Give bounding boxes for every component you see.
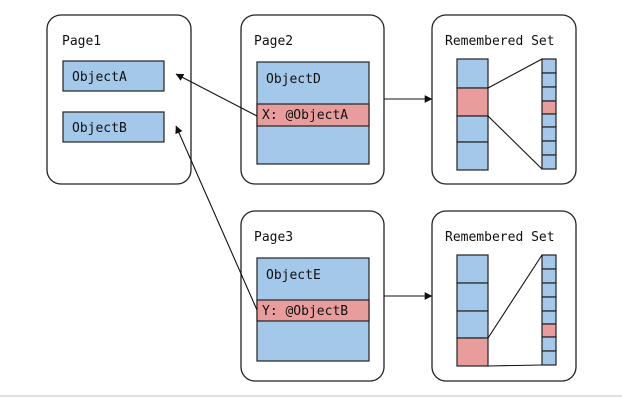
- field-x-label: X: @ObjectA: [262, 108, 348, 123]
- rs-top-connector-lower: [487, 115, 543, 170]
- arrow-y-to-object-b: [175, 125, 258, 311]
- object-b: ObjectB: [62, 111, 165, 143]
- remembered-set-bottom-title: Remembered Set: [445, 230, 555, 245]
- object-d-label: ObjectD: [266, 72, 321, 87]
- arrow-x-to-object-a: [175, 73, 258, 117]
- page3-title: Page3: [254, 230, 293, 245]
- object-e-label: ObjectE: [266, 268, 321, 283]
- object-a: ObjectA: [62, 60, 165, 92]
- rs-top-card-table: [456, 58, 489, 171]
- page2-title: Page2: [254, 34, 293, 49]
- field-x-reference: X: @ObjectA: [256, 103, 370, 127]
- rs-bottom-connector-lower: [487, 364, 543, 367]
- remembered-set-bottom: Remembered Set: [431, 210, 577, 382]
- field-y-reference: Y: @ObjectB: [256, 299, 370, 322]
- rs-top-cards: [541, 58, 557, 170]
- remembered-set-top: Remembered Set: [431, 14, 577, 185]
- page3-box: Page3 ObjectE Y: @ObjectB: [240, 210, 385, 382]
- field-y-label: Y: @ObjectB: [262, 304, 348, 319]
- rs-bottom-connector-upper: [487, 254, 543, 339]
- remembered-set-top-title: Remembered Set: [445, 34, 555, 49]
- object-b-label: ObjectB: [72, 121, 127, 136]
- rs-bottom-cards: [541, 254, 557, 366]
- object-a-label: ObjectA: [72, 70, 127, 85]
- page2-box: Page2 ObjectD X: @ObjectA: [240, 14, 385, 185]
- rs-bottom-card-table: [456, 254, 489, 367]
- page1-box: Page1 ObjectA ObjectB: [46, 14, 192, 185]
- rs-top-connector-upper: [487, 58, 543, 89]
- page1-title: Page1: [62, 34, 101, 49]
